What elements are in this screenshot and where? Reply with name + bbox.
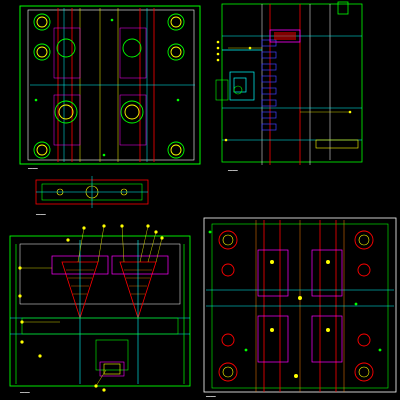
view-label: ━━━━ (227, 168, 238, 173)
top-left-plan-view: ━━━━ (19, 5, 201, 171)
middle-left-detail-view: ━━━━ (35, 176, 149, 217)
bottom-left-section-view: ━━━━ (9, 224, 191, 395)
top-right-side-view: ━━━━ (215, 1, 363, 173)
view-label: ━━━━ (27, 166, 38, 171)
bottom-right-plan-view: ━━━━ (203, 217, 397, 399)
view-label: ━━━━ (205, 394, 216, 399)
view-label: ━━━━ (35, 212, 46, 217)
view-label: ━━━━ (19, 390, 30, 395)
